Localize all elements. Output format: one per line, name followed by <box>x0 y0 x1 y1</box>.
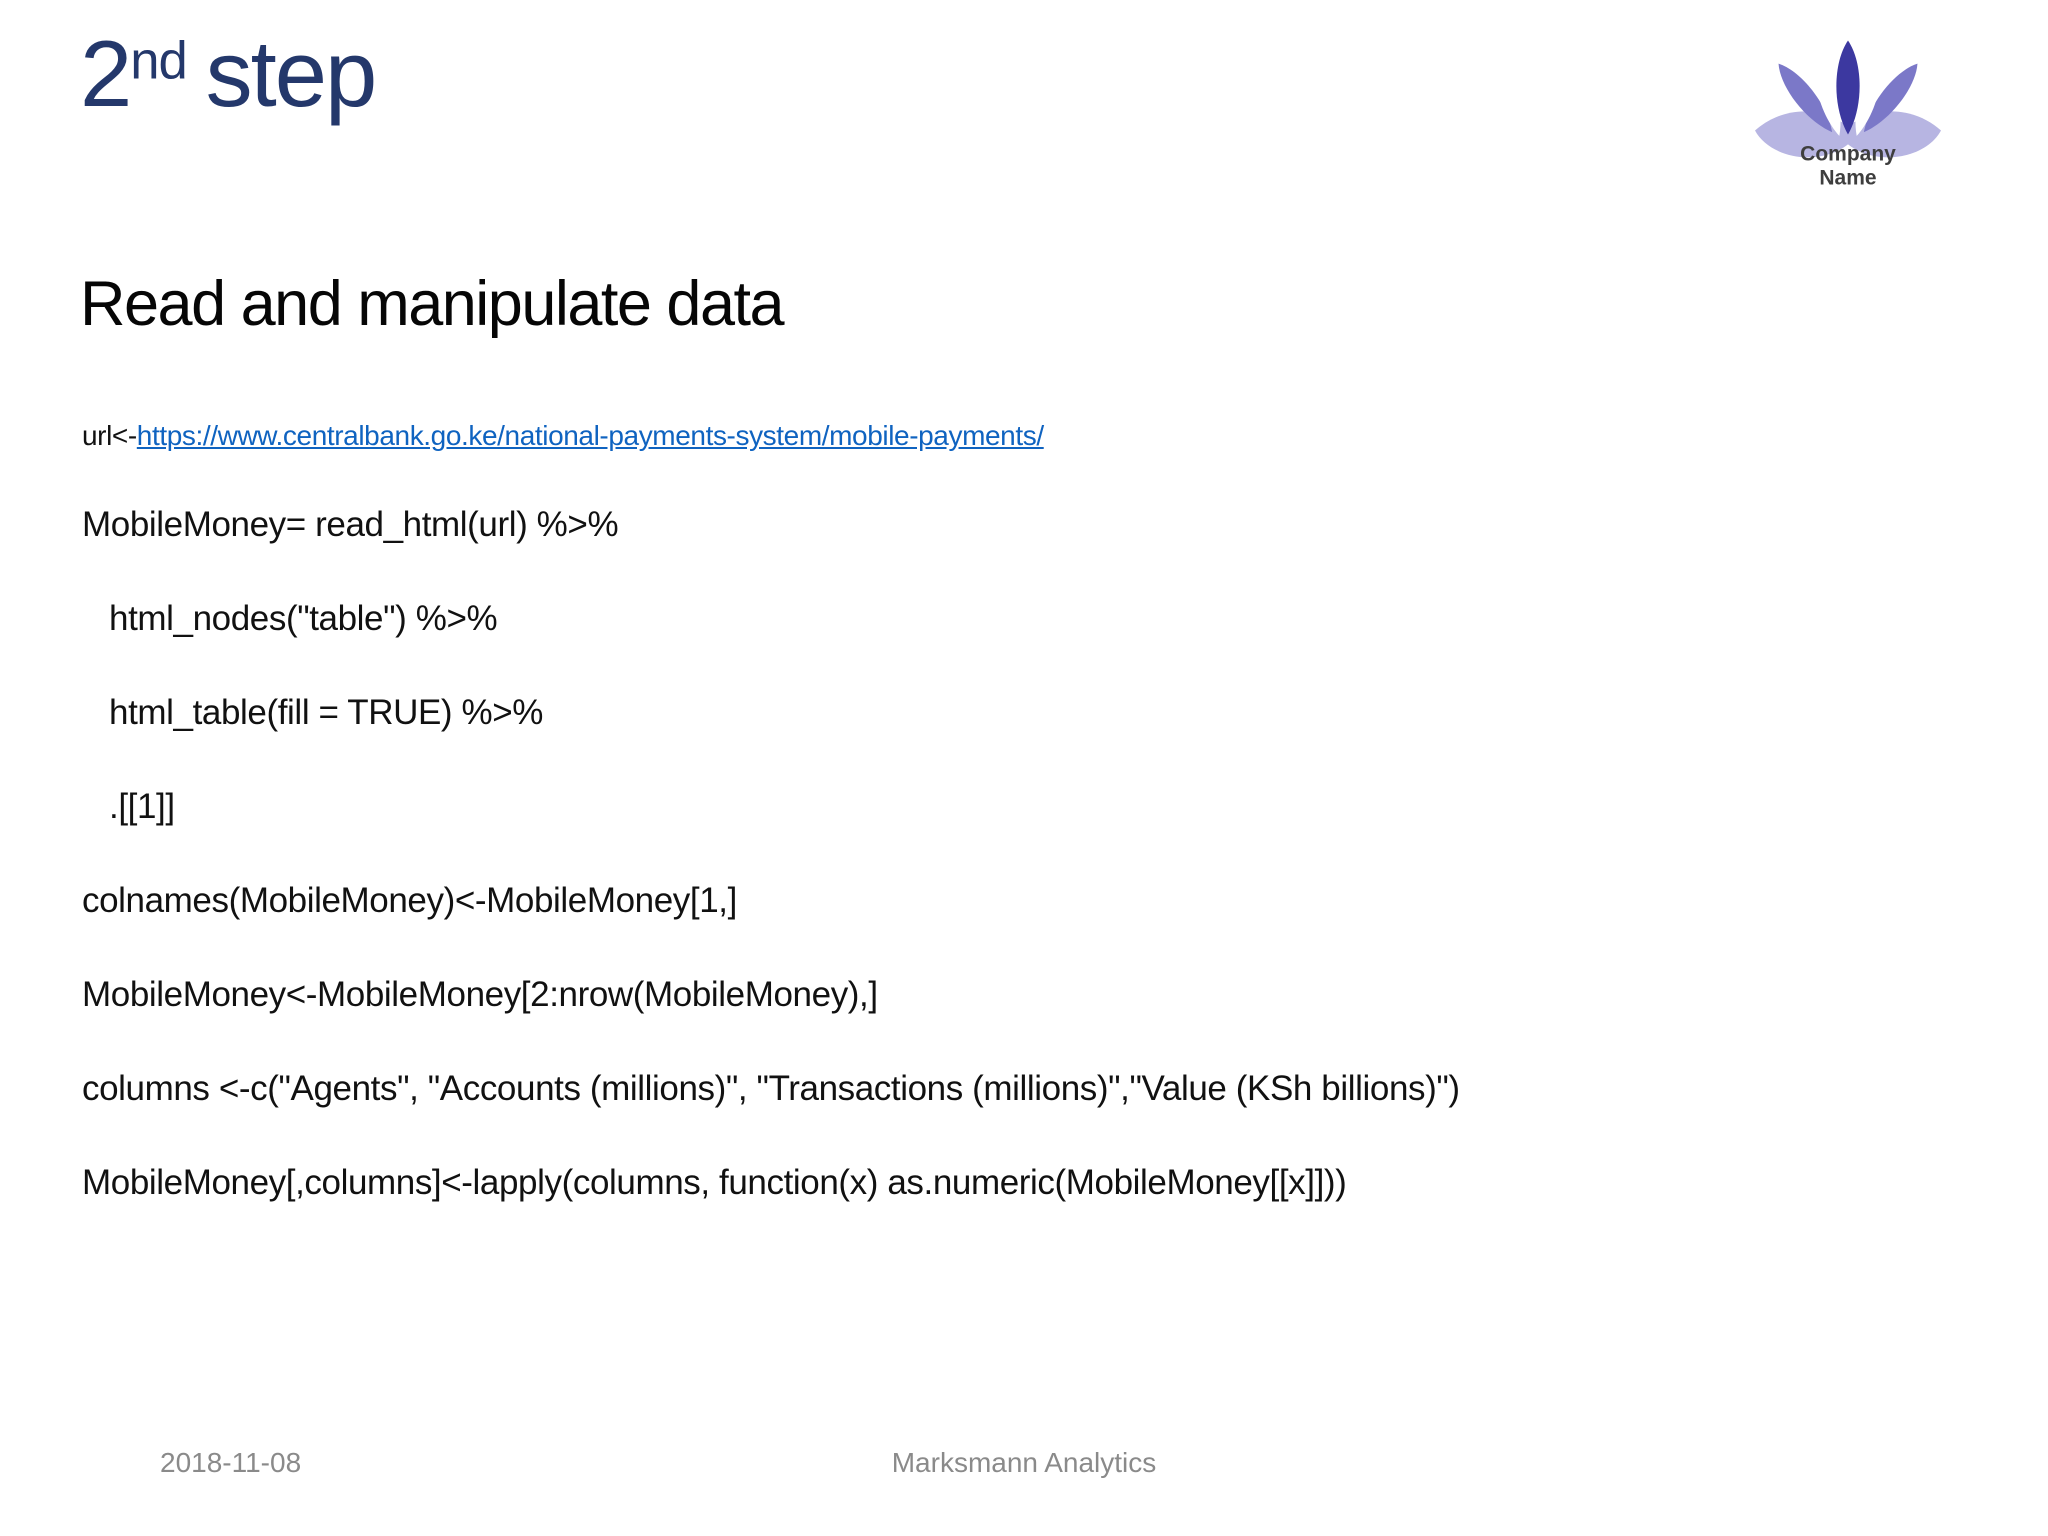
code-line: colnames(MobileMoney)<-MobileMoney[1,] <box>82 881 737 920</box>
code-line: html_table(fill = TRUE) %>% <box>109 693 543 732</box>
logo-text-line2: Name <box>1819 167 1876 190</box>
lotus-petal-right-icon <box>1863 63 1918 133</box>
code-line: .[[1]] <box>109 787 175 826</box>
footer-company-name: Marksmann Analytics <box>891 1447 1157 1478</box>
code-line: MobileMoney= read_html(url) %>% <box>82 505 619 544</box>
footer-date: 2018-11-08 <box>160 1447 302 1478</box>
url-assignment-prefix: url<- <box>82 420 137 451</box>
centralbank-hyperlink[interactable]: https://www.centralbank.go.ke/national-p… <box>136 420 1044 451</box>
lotus-petal-center-icon <box>1836 40 1860 135</box>
lotus-petal-left-icon <box>1778 63 1833 133</box>
code-line: MobileMoney<-MobileMoney[2:nrow(MobileMo… <box>82 975 878 1014</box>
slide-title-number: 2 <box>80 21 132 126</box>
code-line: html_nodes("table") %>% <box>109 599 498 638</box>
code-line: columns <-c("Agents", "Accounts (million… <box>82 1069 1460 1108</box>
code-line-url: url<-https://www.centralbank.go.ke/natio… <box>82 420 1044 452</box>
logo-text-line1: Company <box>1800 143 1896 166</box>
company-logo: Company Name <box>1755 40 1941 190</box>
lotus-gap-right-icon <box>1855 58 1881 136</box>
lotus-gap-left-icon <box>1815 58 1841 136</box>
code-line: MobileMoney[,columns]<-lapply(columns, f… <box>82 1163 1347 1202</box>
slide-title-ordinal-superscript: nd <box>130 31 188 91</box>
slide-title-text: step <box>205 21 378 126</box>
section-heading: Read and manipulate data <box>80 269 785 339</box>
